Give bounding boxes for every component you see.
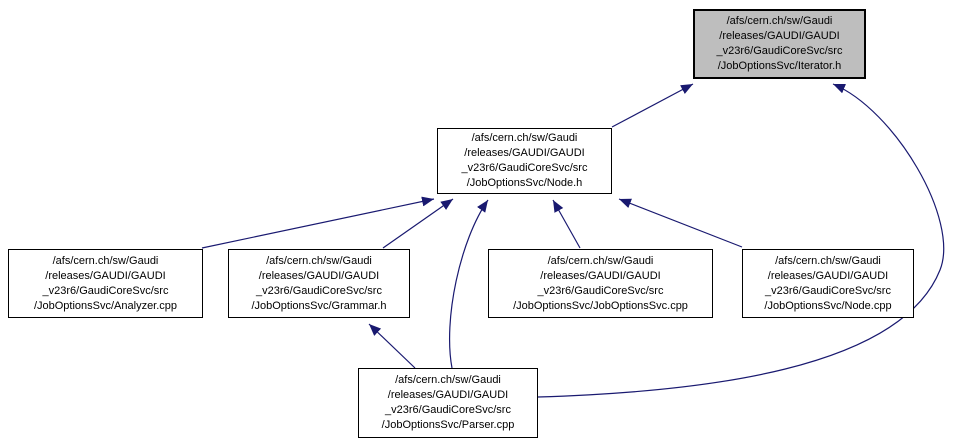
graph-node-grammar-h[interactable]: /afs/cern.ch/sw/Gaudi /releases/GAUDI/GA… — [228, 249, 410, 318]
edge-node-cpp-to-node-h — [618, 198, 743, 248]
node-label-line: /JobOptionsSvc/Node.cpp — [764, 299, 892, 312]
node-label-line: /afs/cern.ch/sw/Gaudi — [471, 132, 578, 144]
node-label-line: _v23r6/GaudiCoreSvc/src — [42, 284, 169, 297]
node-label-line: /afs/cern.ch/sw/Gaudi — [726, 15, 833, 27]
edge-parser-cpp-to-grammar-h — [368, 323, 416, 369]
node-label-line: /afs/cern.ch/sw/Gaudi — [775, 254, 881, 267]
node-label-line: /afs/cern.ch/sw/Gaudi — [395, 374, 501, 386]
node-label-line: _v23r6/GaudiCoreSvc/src — [716, 45, 843, 57]
node-label-line: /afs/cern.ch/sw/Gaudi — [52, 254, 159, 267]
edge-node-h-to-iterator-h — [611, 83, 694, 128]
node-label-line: /releases/GAUDI/GAUDI — [719, 30, 840, 42]
edge-parser-cpp-to-iterator-h — [537, 83, 945, 398]
edge-grammar-h-to-node-h — [382, 198, 454, 249]
graph-node-iterator-h: /afs/cern.ch/sw/Gaudi /releases/GAUDI/GA… — [693, 9, 866, 79]
node-label-line: /JobOptionsSvc/Analyzer.cpp — [33, 299, 178, 312]
node-label-line: /releases/GAUDI/GAUDI — [387, 389, 509, 401]
node-label-line: /JobOptionsSvc/Node.h — [466, 177, 583, 189]
node-label-line: /releases/GAUDI/GAUDI — [45, 269, 166, 282]
node-label-line: /afs/cern.ch/sw/Gaudi — [547, 254, 654, 267]
node-label-line: _v23r6/GaudiCoreSvc/src — [461, 162, 588, 174]
node-label-line: /JobOptionsSvc/Grammar.h — [251, 299, 387, 312]
node-label-line: /releases/GAUDI/GAUDI — [767, 269, 889, 282]
edge-parser-cpp-to-node-h — [449, 199, 489, 369]
graph-node-analyzer-cpp[interactable]: /afs/cern.ch/sw/Gaudi /releases/GAUDI/GA… — [8, 249, 203, 318]
node-label-line: _v23r6/GaudiCoreSvc/src — [385, 404, 511, 416]
node-label-line: /JobOptionsSvc/Iterator.h — [717, 60, 842, 72]
graph-node-node-cpp[interactable]: /afs/cern.ch/sw/Gaudi /releases/GAUDI/GA… — [742, 249, 914, 318]
node-label-line: /JobOptionsSvc/JobOptionsSvc.cpp — [513, 299, 688, 312]
node-label-line: /releases/GAUDI/GAUDI — [464, 147, 585, 159]
graph-node-node-h[interactable]: /afs/cern.ch/sw/Gaudi /releases/GAUDI/GA… — [437, 128, 612, 194]
graph-node-joboptionssvc-cpp[interactable]: /afs/cern.ch/sw/Gaudi /releases/GAUDI/GA… — [488, 249, 713, 318]
edge-joboptionssvc-cpp-to-node-h — [552, 199, 581, 249]
node-label-line: _v23r6/GaudiCoreSvc/src — [537, 284, 664, 297]
edge-analyzer-cpp-to-node-h — [201, 196, 435, 249]
node-label-line: /releases/GAUDI/GAUDI — [258, 269, 380, 282]
graph-node-parser-cpp[interactable]: /afs/cern.ch/sw/Gaudi /releases/GAUDI/GA… — [358, 368, 538, 438]
node-label-line: /afs/cern.ch/sw/Gaudi — [266, 254, 372, 267]
node-label-line: _v23r6/GaudiCoreSvc/src — [256, 284, 382, 297]
node-label-line: _v23r6/GaudiCoreSvc/src — [765, 284, 891, 297]
node-label-line: /JobOptionsSvc/Parser.cpp — [381, 419, 515, 431]
node-label-line: /releases/GAUDI/GAUDI — [540, 269, 661, 282]
